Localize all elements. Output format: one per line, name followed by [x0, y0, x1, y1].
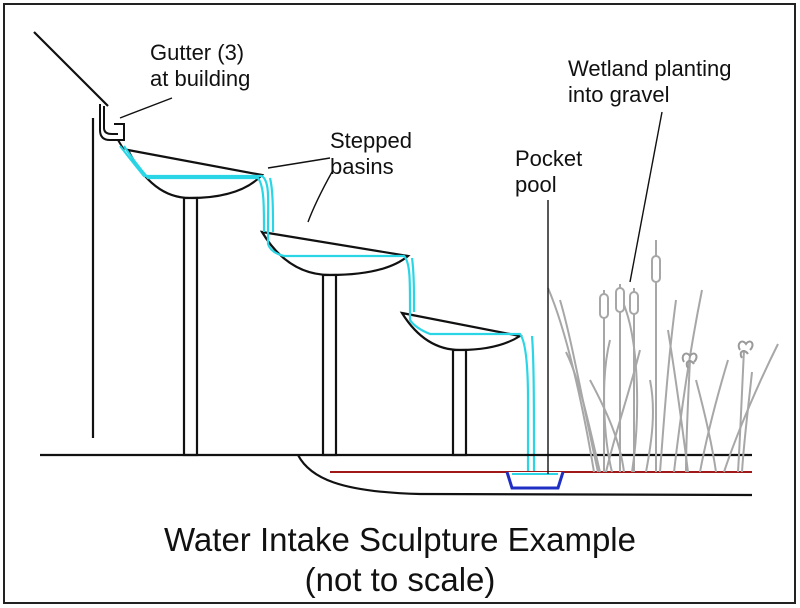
- gutter-label-line2: at building: [150, 66, 251, 91]
- reed-leaf: [667, 329, 689, 473]
- basins: [126, 148, 523, 352]
- caption-title: Water Intake Sculpture Example: [164, 521, 636, 558]
- cattail-head: [615, 287, 625, 313]
- reed-leaf: [699, 359, 729, 473]
- reed-leaf: [673, 289, 703, 473]
- roof-line: [33, 31, 109, 107]
- flower-heads: [681, 340, 754, 369]
- cattail-heads: [599, 255, 661, 319]
- reed-leaf: [547, 287, 595, 473]
- flower-head: [737, 340, 754, 359]
- wetland-plants: [547, 240, 779, 473]
- cattail-head: [629, 291, 639, 315]
- gutter: [99, 104, 125, 151]
- basins-leader-2: [307, 171, 333, 223]
- building: [33, 31, 109, 438]
- water-flow: [119, 145, 536, 475]
- water-stream-3: [268, 177, 536, 475]
- reed-leaf: [741, 371, 753, 473]
- basin-1: [126, 148, 265, 200]
- diagram-frame: [3, 3, 796, 604]
- flower-stem: [685, 359, 691, 473]
- gutter-lip: [103, 106, 118, 135]
- basin-3: [399, 311, 523, 352]
- water-stream-2: [123, 145, 266, 233]
- reed-leaf: [559, 299, 599, 473]
- reed-leaf: [695, 379, 717, 473]
- pool-label-line2: pool: [515, 172, 557, 197]
- water-stream-1: [119, 145, 530, 474]
- wetland-label-line2: into gravel: [568, 82, 670, 107]
- reed-leaf: [723, 343, 779, 473]
- cattail-head: [599, 293, 609, 319]
- gutter-body: [99, 104, 125, 141]
- reed-leaf: [645, 379, 654, 473]
- reed-leaf: [589, 379, 625, 473]
- pedestals: [182, 196, 468, 457]
- leader-lines: [119, 97, 663, 474]
- basins-label-line2: basins: [330, 154, 394, 179]
- caption-subtitle: (not to scale): [304, 561, 496, 598]
- pedestal-3: [451, 348, 468, 457]
- wetland-leader: [629, 111, 663, 283]
- pocket-pool: [505, 471, 565, 490]
- reed-leaf: [659, 299, 677, 473]
- gutter-label-line1: Gutter (3): [150, 40, 245, 65]
- cattail-head: [651, 255, 661, 283]
- pool-label-line1: Pocket: [515, 146, 583, 171]
- basins-label-line1: Stepped: [330, 128, 412, 153]
- ground: [40, 453, 753, 497]
- gutter-leader: [119, 97, 173, 119]
- wetland-label-line1: Wetland planting: [568, 56, 732, 81]
- basins-leader-1: [267, 157, 331, 169]
- basin-2: [259, 230, 411, 277]
- pedestal-2: [321, 273, 338, 457]
- flower-head: [681, 352, 698, 369]
- flower-stem: [737, 349, 745, 473]
- gravel-bed-edge: [297, 454, 753, 497]
- reed-leaf: [565, 351, 601, 473]
- pedestal-1: [182, 196, 199, 457]
